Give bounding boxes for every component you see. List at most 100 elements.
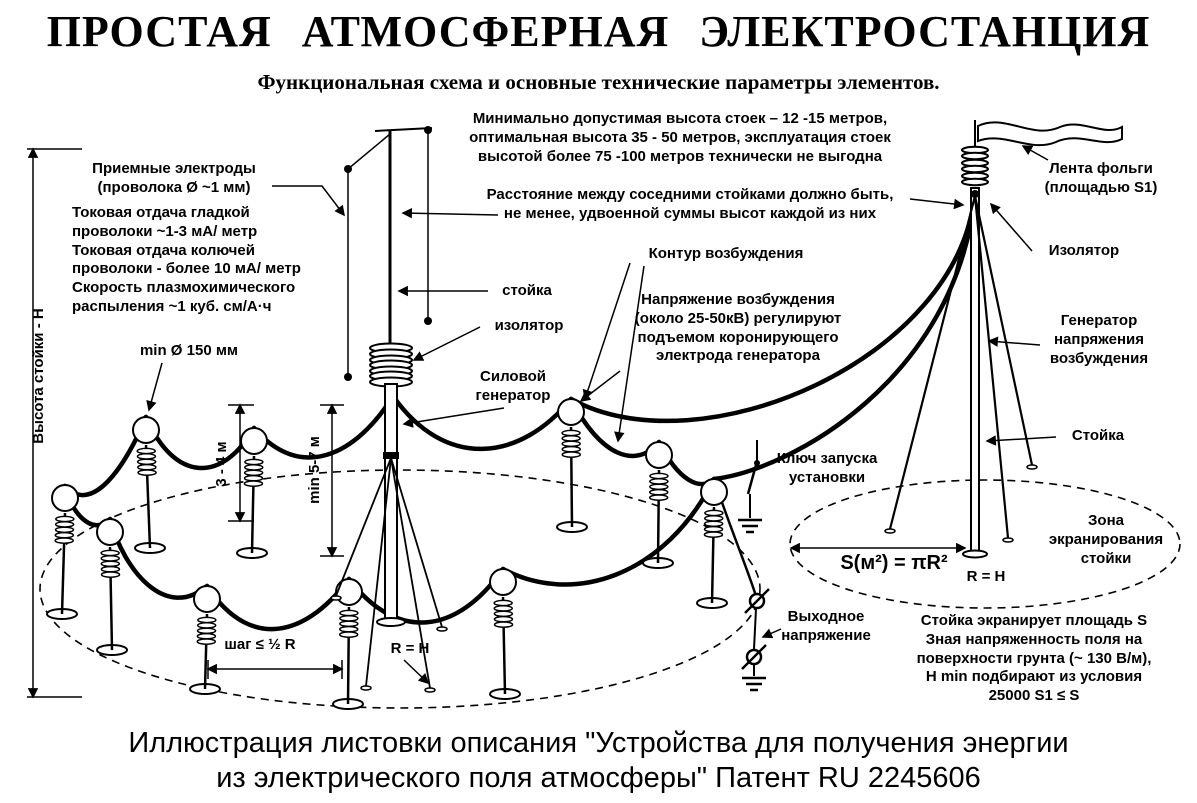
electrode-sphere [240, 427, 268, 455]
label-excitation-contour: Контур возбуждения [648, 245, 804, 262]
electrode-sphere [557, 398, 585, 426]
note-excitation-voltage: Напряжение возбуждения (около 25-50кВ) р… [634, 291, 842, 365]
electrode-sphere [335, 578, 363, 606]
stand-insulator-disk [54, 531, 75, 539]
stand-insulator-disk [649, 472, 669, 480]
stand-insulator-disk [704, 515, 724, 522]
central-mast [330, 126, 448, 693]
label-min-diameter: min Ø 150 мм [139, 342, 239, 359]
receiving-electrode-wire [347, 133, 391, 170]
electrode-sphere [645, 441, 673, 469]
electrode-sphere [700, 478, 728, 506]
stand-insulator-disk [54, 526, 75, 534]
label-excitation-generator: Генератор напряжения возбуждения [1049, 312, 1149, 367]
label-radius-right: R = H [966, 568, 1006, 585]
measure-lines [27, 147, 967, 699]
stand-insulator-disk [339, 620, 359, 628]
output-terminals [741, 588, 770, 692]
stand-insulator-disk [55, 515, 75, 523]
stand-insulator-disk [243, 469, 264, 477]
stand-insulator-disk [244, 464, 264, 471]
stand-insulator-disk [703, 525, 724, 533]
stand-insulator-disk [243, 474, 264, 482]
label-foil-tape: Лента фольги (площадью S1) [1044, 160, 1158, 196]
note-mast-height: Минимально допустимая высота стоек – 12 … [469, 110, 891, 165]
electrode-sphere [489, 568, 517, 596]
label-step: шаг ≤ ½ R [224, 636, 296, 653]
stand-insulator-disk [703, 520, 724, 528]
label-right-insulator: Изолятор [1048, 242, 1120, 259]
stand-insulator-disk [339, 615, 359, 622]
stand-insulator-disk [339, 609, 359, 617]
stand-insulator-disk [493, 615, 514, 623]
label-area-formula: S(м²) = πR² [840, 552, 948, 574]
stand-insulator-disk [100, 565, 121, 573]
label-shielding-zone: Зона экранирования стойки [1048, 512, 1164, 567]
guy-collar [383, 452, 399, 459]
stand-insulator-disk [137, 469, 157, 476]
label-start-key: Ключ запуска установки [776, 450, 878, 486]
ground-outline-ellipses [39, 469, 1181, 709]
stand-insulator-disk [339, 625, 359, 633]
stand-insulator-disk [493, 621, 514, 628]
note-wire-params: Токовая отдача гладкой проволоки ~1-3 мА… [72, 204, 301, 315]
stand-insulator-disk [244, 458, 264, 466]
stand-insulator-disk [704, 509, 724, 517]
stand-insulator-disk [561, 445, 581, 453]
electrode-sphere [51, 484, 79, 512]
stand-insulator-disk [196, 638, 217, 645]
start-key-symbol [738, 440, 762, 534]
stand-insulator-disk [197, 616, 217, 624]
stand-insulator-disk [100, 549, 120, 557]
stand-insulator-disk [649, 478, 669, 485]
page-subtitle: Функциональная схема и основные техничес… [257, 70, 940, 94]
stand-insulator-disk [137, 463, 157, 471]
stand-insulator-disk [100, 571, 121, 578]
shielding-zone-ellipse [789, 479, 1181, 609]
stand-insulator-disk [338, 631, 359, 638]
stand-insulator-disk [561, 435, 581, 442]
stand-insulator-disk [196, 622, 217, 629]
label-output-voltage: Выходное напряжение [781, 608, 871, 644]
bottom-caption: Иллюстрация листовки описания "Устройств… [128, 727, 1069, 794]
foil-tape [977, 121, 1123, 147]
stand-insulator-disk [561, 440, 581, 448]
stand-insulator-disk [493, 599, 513, 607]
label-height-5-7: min 5-7 м [306, 436, 323, 504]
stand-insulator-disk [54, 521, 75, 528]
leader-arrows [146, 145, 1057, 685]
label-receiving-electrodes: Приемные электроды (проволока Ø ~1 мм) [92, 160, 256, 196]
label-mast: стойка [502, 282, 552, 299]
stand-insulator-disk [561, 429, 581, 437]
stand-insulator-disk [54, 537, 74, 544]
note-stand-spacing: Расстояние между соседними стойками долж… [486, 186, 894, 222]
stand-insulator-disk [100, 560, 121, 568]
right-stand [884, 120, 1123, 559]
stand-insulator-disk [561, 451, 582, 458]
label-height-3-4: 3 - 4 м [213, 441, 230, 487]
stand-insulator-disk [493, 605, 513, 612]
stand-insulator-disk [648, 494, 669, 501]
stand-insulator-disk [649, 488, 669, 496]
stand-insulator-disk [493, 610, 514, 618]
page-title: ПРОСТАЯ АТМОСФЕРНАЯ ЭЛЕКТРОСТАНЦИЯ [46, 7, 1151, 56]
electrode-ring-ground-ellipse [39, 469, 761, 709]
stand-insulator-disk [703, 531, 724, 538]
electrode-sphere [193, 585, 221, 613]
stand-insulator-disk [100, 555, 120, 562]
note-shielding: Стойка экранирует площадь S Зная напряже… [916, 612, 1152, 704]
label-right-stand: Стойка [1071, 427, 1125, 444]
stand-insulator-disk [649, 483, 669, 491]
label-power-generator: Силовой генератор [475, 368, 551, 404]
right-stand-pole [970, 187, 980, 553]
axis-stand-height: Высота стойки - H [30, 308, 47, 444]
electrode-sphere [96, 518, 124, 546]
label-mast-insulator: изолятор [494, 317, 564, 334]
electrode-stands [46, 398, 728, 710]
stand-insulator-disk [243, 480, 264, 487]
stand-insulator-disk [136, 458, 157, 466]
label-radius-center: R = H [390, 640, 430, 657]
switch-blade [746, 464, 758, 495]
